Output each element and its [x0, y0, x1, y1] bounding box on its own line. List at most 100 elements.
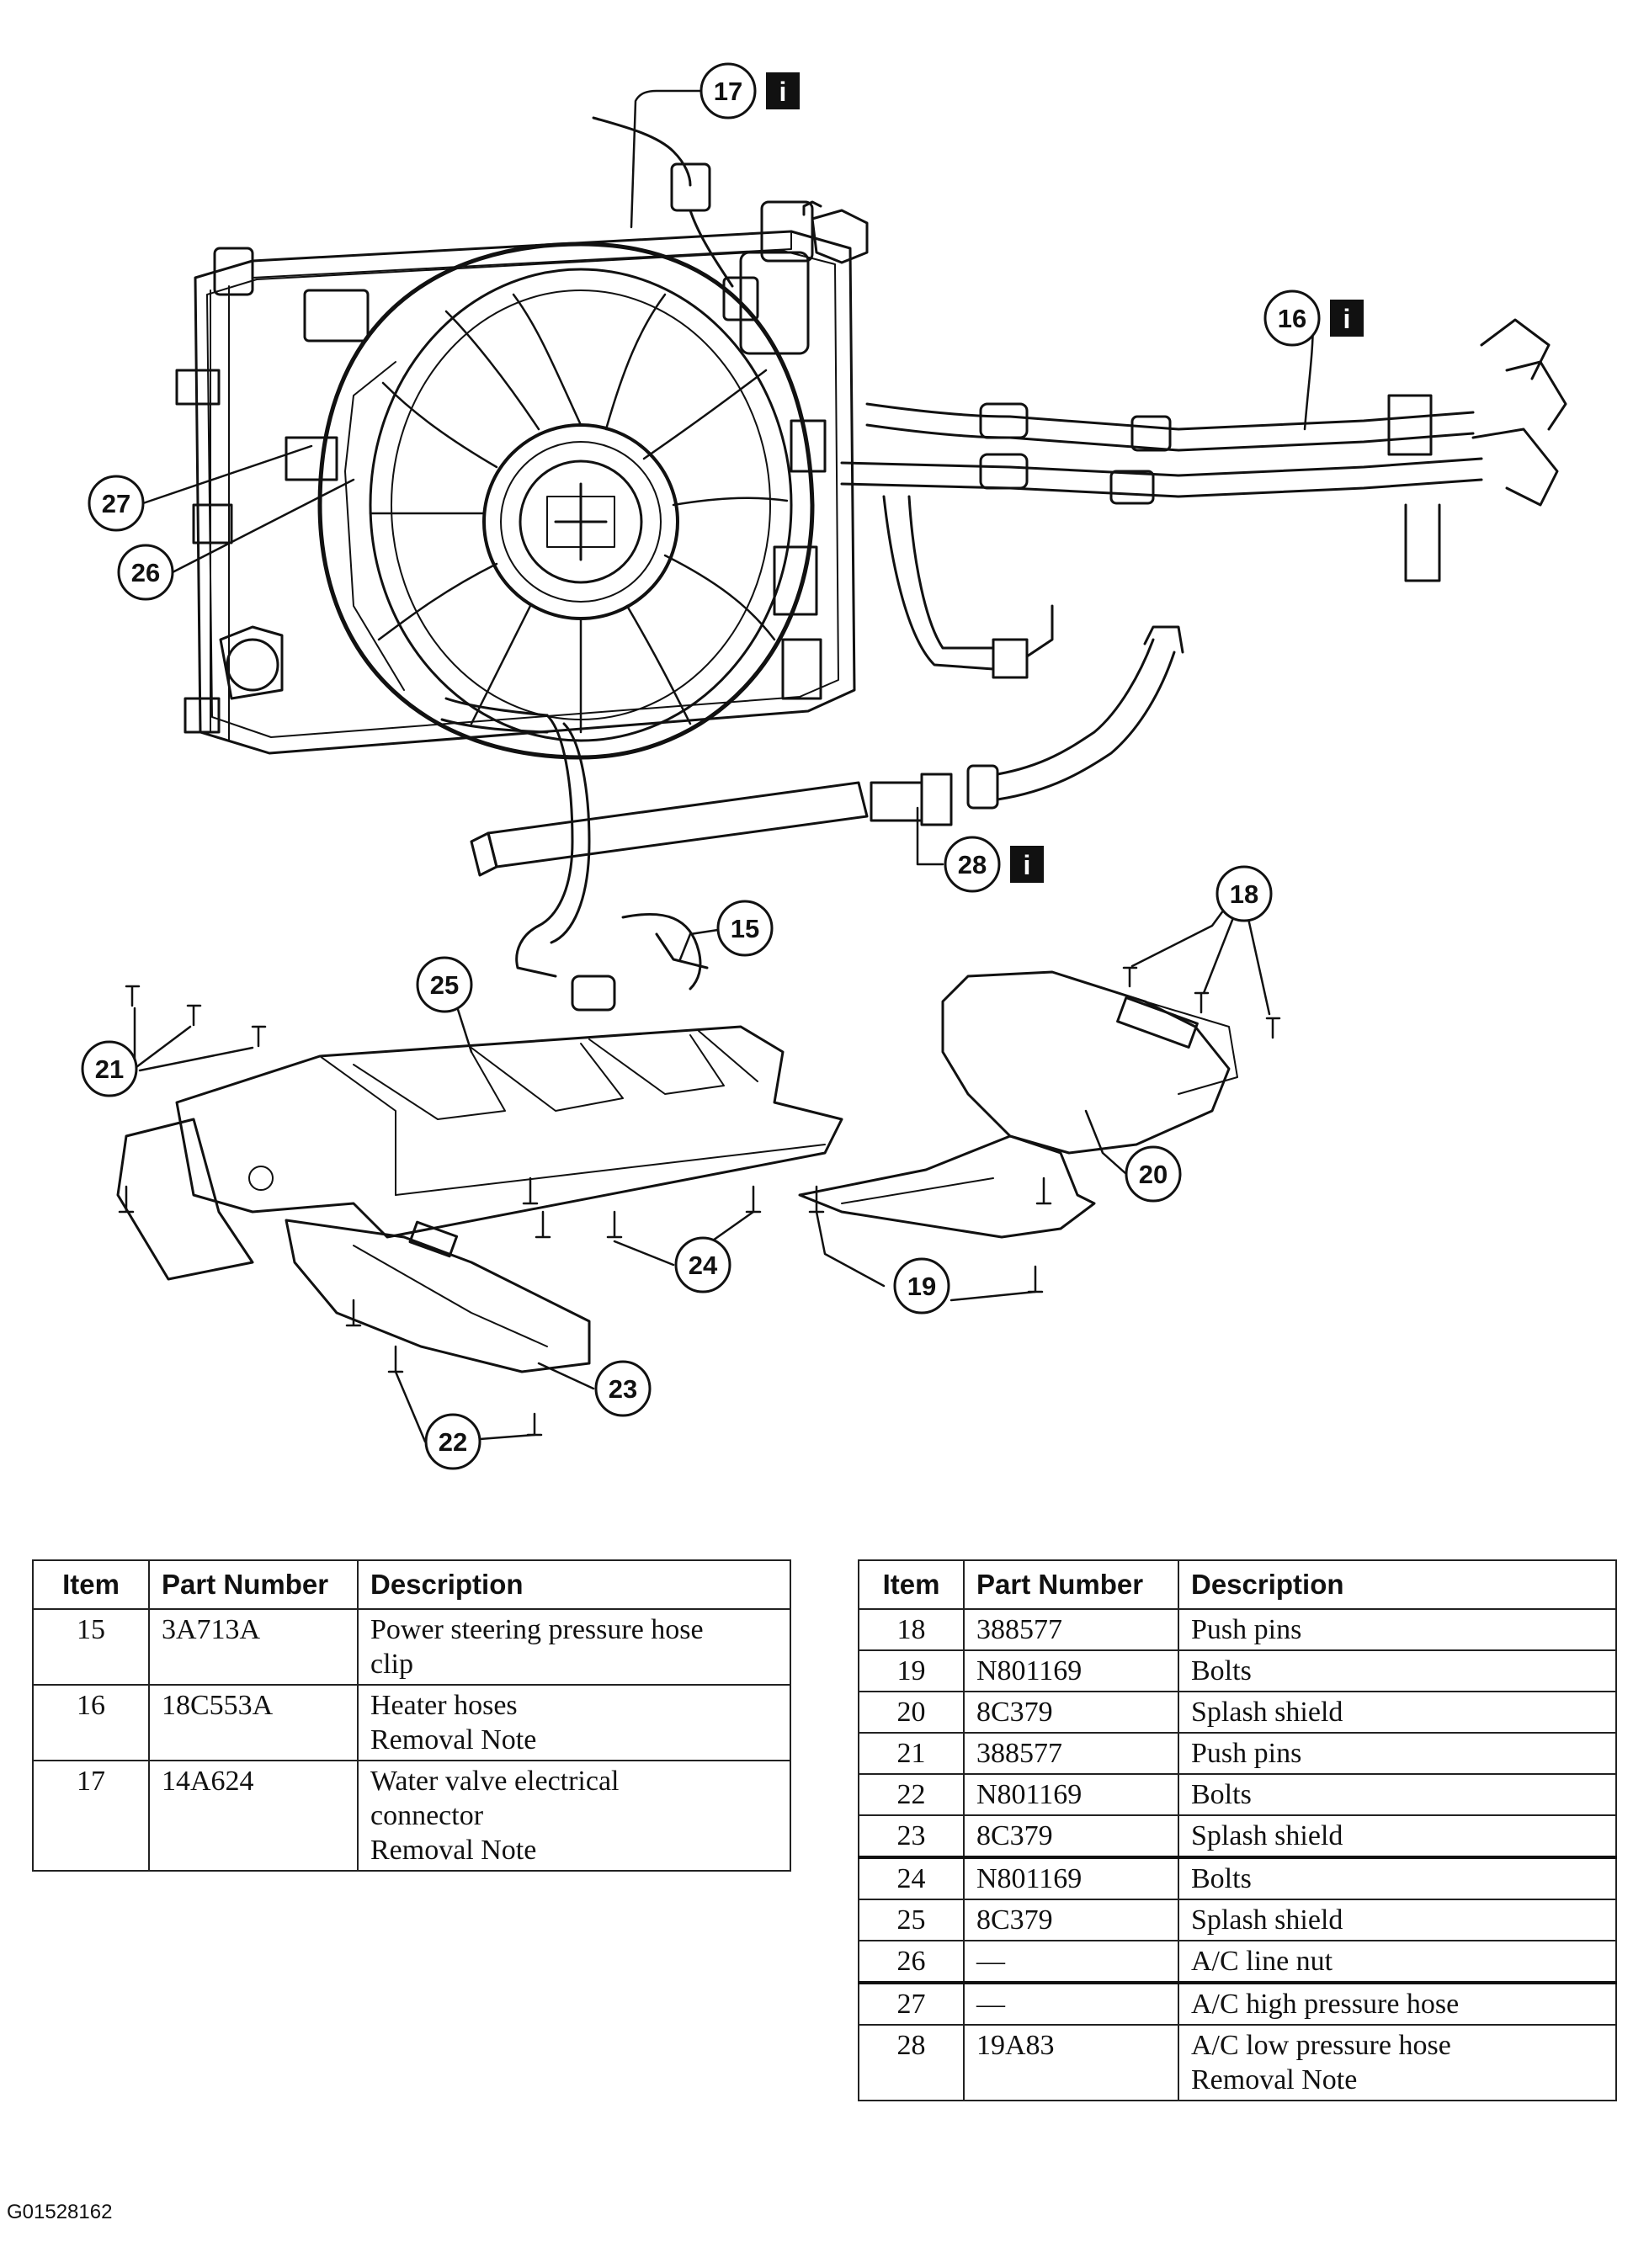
- splash-shield-23: [285, 1219, 591, 1373]
- cooling-fan: [317, 242, 815, 760]
- cell-description: Bolts: [1178, 1773, 1617, 1816]
- cell-item: 22: [858, 1773, 965, 1816]
- column-header-item: Item: [858, 1559, 965, 1610]
- description-line: A/C high pressure hose: [1191, 1989, 1460, 2020]
- cell-description: Power steering pressure hose clip: [357, 1608, 791, 1686]
- callout-circle-20: [1125, 1145, 1182, 1203]
- table-header-row: Item Part Number Description: [858, 1559, 1617, 1610]
- cell-item: 27: [858, 1981, 965, 2026]
- description-line: clip: [370, 1649, 413, 1680]
- callout-number-27: 27: [102, 489, 130, 518]
- callout-number-19: 19: [907, 1272, 936, 1301]
- cell-item: 19: [858, 1649, 965, 1692]
- callout-circle-23: [594, 1360, 652, 1417]
- cell-part-number: N801169: [963, 1856, 1179, 1900]
- figure-id: G01528162: [7, 2201, 113, 2223]
- cell-item: 25: [858, 1899, 965, 1941]
- callout-number-26: 26: [131, 558, 160, 587]
- splash-shield-25: [116, 1025, 843, 1281]
- cell-description: Splash shield: [1178, 1899, 1617, 1941]
- description-line: Bolts: [1191, 1655, 1252, 1686]
- cell-part-number: 388577: [963, 1732, 1179, 1775]
- ac-low-pressure-hose: [470, 625, 1184, 877]
- cell-description: Splash shield: [1178, 1691, 1617, 1734]
- info-icon-glyph: i: [779, 77, 787, 107]
- callout-number-17: 17: [714, 77, 742, 106]
- callout-number-25: 25: [430, 970, 459, 1000]
- heater-hoses: [840, 318, 1567, 679]
- cell-item: 23: [858, 1814, 965, 1858]
- cell-item: 28: [858, 2024, 965, 2101]
- cell-item: 17: [32, 1760, 150, 1872]
- callout-circle-22: [424, 1413, 481, 1470]
- cell-description: Bolts: [1178, 1649, 1617, 1692]
- description-line: Water valve electrical: [370, 1766, 620, 1797]
- cell-part-number: 14A624: [148, 1760, 359, 1872]
- cell-part-number: —: [963, 1940, 1179, 1984]
- callout-circle-21: [81, 1040, 138, 1097]
- cell-item: 15: [32, 1608, 150, 1686]
- cell-part-number: 19A83: [963, 2024, 1179, 2101]
- water-valve-connector: [592, 116, 759, 321]
- column-header-description: Description: [1178, 1559, 1617, 1610]
- fasteners: [118, 966, 1281, 1437]
- callout-number-18: 18: [1230, 879, 1258, 909]
- callout-circle-18: [1215, 865, 1273, 922]
- cell-part-number: 8C379: [963, 1899, 1179, 1941]
- description-line: A/C line nut: [1191, 1946, 1333, 1977]
- info-icon: [1330, 300, 1364, 337]
- cell-part-number: N801169: [963, 1649, 1179, 1692]
- table-header-row: Item Part Number Description: [32, 1559, 791, 1610]
- callout-circle-19: [893, 1257, 950, 1315]
- description-line: Push pins: [1191, 1738, 1302, 1769]
- ac-high-pressure-hose: [440, 697, 709, 1012]
- callout-number-15: 15: [731, 914, 759, 943]
- description-line: Heater hoses: [370, 1690, 518, 1721]
- description-line: Splash shield: [1191, 1820, 1343, 1851]
- cell-description: A/C line nut: [1178, 1940, 1617, 1984]
- callout-number-24: 24: [689, 1251, 718, 1280]
- cell-part-number: 8C379: [963, 1814, 1179, 1858]
- cell-item: 16: [32, 1684, 150, 1761]
- callout-circle-17: [699, 62, 757, 120]
- callout-circle-27: [88, 475, 145, 532]
- callout-number-23: 23: [609, 1374, 637, 1404]
- cell-item: 24: [858, 1856, 965, 1900]
- cell-part-number: 388577: [963, 1608, 1179, 1651]
- callout-circle-16: [1263, 289, 1321, 347]
- column-header-description: Description: [357, 1559, 791, 1610]
- description-line: Bolts: [1191, 1863, 1252, 1894]
- cell-part-number: 18C553A: [148, 1684, 359, 1761]
- column-header-part-number: Part Number: [148, 1559, 359, 1610]
- column-header-item: Item: [32, 1559, 150, 1610]
- cell-part-number: N801169: [963, 1773, 1179, 1816]
- info-icon: [1010, 846, 1044, 883]
- cell-part-number: 3A713A: [148, 1608, 359, 1686]
- description-line: Power steering pressure hose: [370, 1614, 704, 1645]
- description-line: Splash shield: [1191, 1904, 1343, 1936]
- callout-number-22: 22: [439, 1427, 467, 1457]
- callout-circle-15: [716, 900, 774, 957]
- info-icon-glyph: i: [1343, 304, 1351, 334]
- cell-item: 18: [858, 1608, 965, 1651]
- description-line: A/C low pressure hose: [1191, 2030, 1451, 2061]
- radiator-assembly: [175, 200, 869, 755]
- cell-description: Bolts: [1178, 1856, 1617, 1900]
- description-line: Removal Note: [1191, 2064, 1358, 2095]
